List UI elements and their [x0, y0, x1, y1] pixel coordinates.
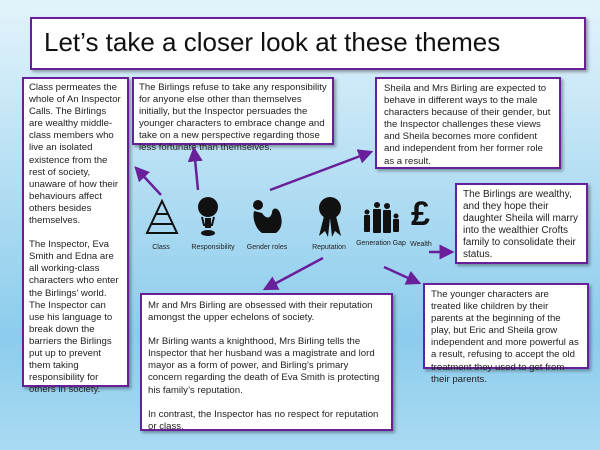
rosette-icon [319, 197, 341, 237]
pound-sign-icon: £ [411, 195, 430, 233]
flexing-arm-icon [253, 200, 282, 233]
responsibility-textbox: The Birlings refuse to take any responsi… [132, 77, 334, 153]
generation-gap-textbox: The younger characters are treated like … [423, 283, 589, 385]
theme-label-wealth: Wealth [410, 241, 432, 248]
atlas-globe-icon [198, 197, 218, 236]
reputation-paragraph-3: In contrast, the Inspector has no respec… [148, 408, 379, 432]
arrow-class [134, 166, 162, 196]
reputation-textbox: Mr and Mrs Birling are obsessed with the… [140, 293, 393, 432]
pyramid-icon [145, 199, 179, 234]
class-textbox: Class permeates the whole of An Inspecto… [22, 77, 129, 395]
theme-label-responsibility: Responsibility [191, 244, 235, 251]
gender-textbox: Sheila and Mrs Birling are expected to b… [375, 77, 561, 169]
wealth-textbox: The Birlings are wealthy, and they hope … [455, 183, 588, 264]
reputation-paragraph-1: Mr and Mrs Birling are obsessed with the… [148, 300, 373, 324]
reputation-paragraph-2: Mr Birling wants a knighthood, Mrs Birli… [148, 336, 380, 396]
class-paragraph-1: Class permeates the whole of An Inspecto… [29, 82, 121, 227]
theme-label-gender-roles: Gender roles [246, 244, 288, 251]
theme-label-class: Class [152, 244, 170, 251]
family-icon [364, 202, 399, 233]
arrow-reputation [262, 256, 324, 291]
theme-label-reputation: Reputation [312, 244, 346, 251]
slide-title: Let’s take a closer look at these themes [30, 17, 586, 70]
arrow-responsibility [187, 146, 203, 191]
arrow-generation [383, 265, 422, 285]
theme-label-generation-gap: Generation Gap [356, 240, 406, 247]
class-paragraph-2: The Inspector, Eva Smith and Edna are al… [29, 239, 119, 396]
arrow-gender [269, 149, 374, 192]
